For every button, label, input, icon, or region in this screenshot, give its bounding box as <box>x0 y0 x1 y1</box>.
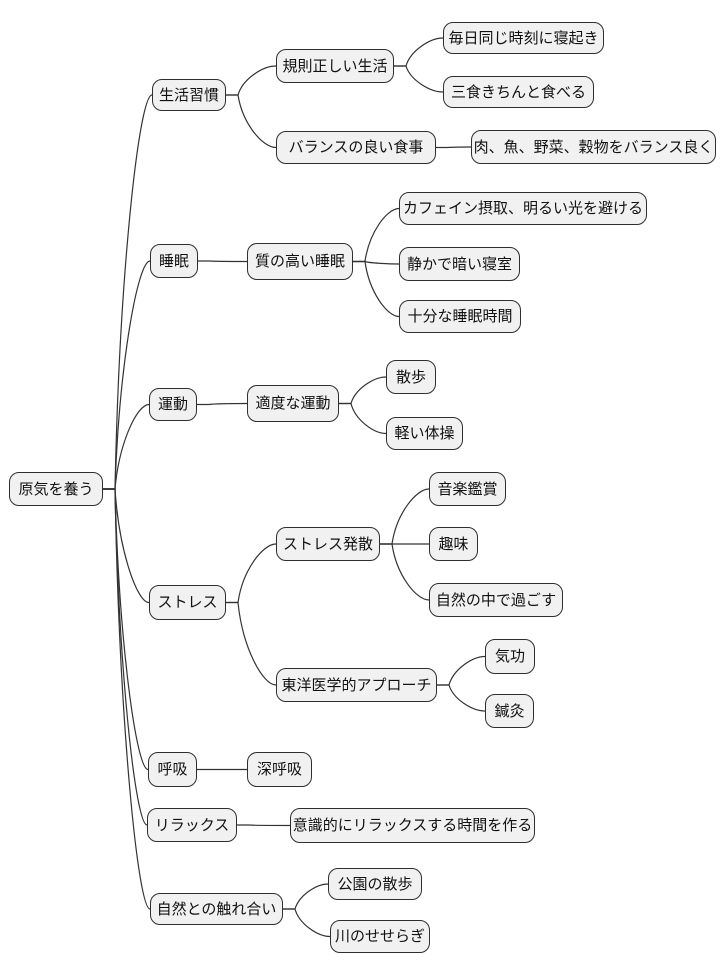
mindmap-node-kokyuu: 呼吸 <box>148 752 197 787</box>
mindmap-node-label: 原気を養う <box>18 479 94 498</box>
mindmap-node-shumi: 趣味 <box>429 527 478 561</box>
mindmap-node-label: 運動 <box>157 395 188 413</box>
mindmap-node-ishiki: 意識的にリラックスする時間を作る <box>290 808 535 843</box>
mindmap-node-label: 適度な運動 <box>255 394 331 412</box>
mindmap-node-label: ストレス <box>157 593 218 611</box>
mindmap-node-relax: リラックス <box>147 808 237 842</box>
mindmap-node-label: 自然の中で過ごす <box>435 590 557 609</box>
mindmap-node-fureai: 自然との触れ合い <box>150 893 283 925</box>
mindmap-node-label: 質の高い睡眠 <box>254 252 345 270</box>
mindmap-node-label: 静かで暗い寝室 <box>406 254 512 273</box>
mindmap-node-label: 規則正しい生活 <box>282 56 388 75</box>
mindmap-node-tekido: 適度な運動 <box>247 385 339 422</box>
mindmap-edge <box>103 488 151 910</box>
mindmap-edge <box>103 488 150 604</box>
mindmap-node-juubun: 十分な睡眠時間 <box>399 300 521 333</box>
mindmap-node-label: 趣味 <box>438 534 469 553</box>
mindmap-edge <box>197 402 248 406</box>
mindmap-edge <box>226 65 277 96</box>
mindmap-node-label: 呼吸 <box>157 760 188 778</box>
mindmap-node-sanpo: 散歩 <box>386 360 436 394</box>
mindmap-node-touyou: 東洋医学的アプローチ <box>276 668 437 702</box>
mindmap-node-ongaku: 音楽鑑賞 <box>429 472 506 506</box>
mindmap-node-label: 生活習慣 <box>158 85 219 104</box>
mindmap-node-genki: 原気を養う <box>9 472 103 506</box>
mindmap-node-undou: 運動 <box>149 388 197 421</box>
mindmap-node-shitsu: 質の高い睡眠 <box>247 243 353 280</box>
mindmap-edge <box>353 207 400 263</box>
mindmap-node-taisou: 軽い体操 <box>386 417 463 450</box>
mindmap-edge <box>339 376 387 405</box>
mindmap-node-kawa: 川のせせらぎ <box>330 920 430 953</box>
mindmap-node-label: 川のせせらぎ <box>334 927 425 945</box>
mindmap-edge <box>380 488 430 545</box>
mindmap-node-mainichi: 毎日同じ時刻に寝起き <box>443 22 604 54</box>
mindmap-node-kouen: 公園の散歩 <box>328 868 422 900</box>
mindmap-edge <box>437 655 486 686</box>
mindmap-node-label: 東洋医学的アプローチ <box>281 675 432 694</box>
mindmap-node-niku: 肉、魚、野菜、穀物をバランス良く <box>471 130 716 164</box>
mindmap-edge <box>198 260 248 263</box>
mindmap-edge <box>283 908 331 938</box>
mindmap-node-label: 公園の散歩 <box>337 874 413 893</box>
mindmap-node-label: 十分な睡眠時間 <box>407 307 513 325</box>
mindmap-node-sanshoku: 三食きちんと食べる <box>443 76 594 108</box>
mindmap-edge <box>103 403 150 490</box>
mindmap-node-seikatsu: 生活習慣 <box>152 79 226 111</box>
mindmap-edge <box>226 601 277 686</box>
mindmap-node-shizuka: 静かで暗い寝室 <box>399 247 520 281</box>
mindmap-edge <box>226 543 277 604</box>
mindmap-node-label: 気功 <box>494 647 525 665</box>
mindmap-node-label: 意識的にリラックスする時間を作る <box>292 816 533 834</box>
mindmap-node-label: ストレス発散 <box>282 534 373 553</box>
mindmap-node-label: リラックス <box>154 815 230 834</box>
mindmap-edge <box>394 37 444 67</box>
mindmap-node-kisoku: 規則正しい生活 <box>276 49 394 83</box>
mindmap-node-label: 三食きちんと食べる <box>450 82 586 101</box>
mindmap-node-label: 音楽鑑賞 <box>437 479 498 498</box>
mindmap-node-label: 毎日同じ時刻に寝起き <box>448 28 599 47</box>
mindmap-node-hassan: ストレス発散 <box>276 527 380 561</box>
mindmap-edge <box>237 824 291 827</box>
mindmap-edge <box>437 684 486 712</box>
mindmap-edge <box>103 94 153 490</box>
mindmap-node-suimin: 睡眠 <box>150 244 198 278</box>
mindmap-node-label: カフェイン摂取、明るい光を避ける <box>402 199 643 217</box>
mindmap-node-label: 睡眠 <box>158 251 189 270</box>
mindmap-node-label: 散歩 <box>395 367 426 386</box>
mindmap-edge <box>436 146 472 149</box>
mindmap-node-label: 軽い体操 <box>394 424 455 442</box>
mindmap-node-shinkokyuu: 深呼吸 <box>247 752 312 787</box>
mindmap-edge <box>380 543 430 601</box>
mindmap-node-label: 深呼吸 <box>256 760 302 778</box>
mindmap-node-label: 自然との触れ合い <box>156 899 277 918</box>
mindmap-node-shizennaka: 自然の中で過ごす <box>429 583 563 617</box>
mindmap-edge <box>394 65 444 93</box>
mindmap-edge <box>283 883 329 910</box>
mindmap-node-balance: バランスの良い食事 <box>276 131 436 164</box>
mindmap-edge <box>353 260 400 318</box>
mindmap-edge <box>339 402 387 435</box>
mindmap-node-caffeine: カフェイン摂取、明るい光を避ける <box>399 192 647 225</box>
mindmap-node-kikou: 気功 <box>485 639 535 674</box>
mindmap-node-label: バランスの良い食事 <box>288 138 424 156</box>
mindmap-edge <box>103 260 151 490</box>
mindmap-node-label: 鍼灸 <box>494 701 525 720</box>
mindmap-node-shinkyuu: 鍼灸 <box>485 694 534 728</box>
mindmap-node-stress: ストレス <box>149 585 226 620</box>
mindmap-node-label: 肉、魚、野菜、穀物をバランス良く <box>473 137 714 156</box>
mindmap-edge <box>226 94 277 149</box>
